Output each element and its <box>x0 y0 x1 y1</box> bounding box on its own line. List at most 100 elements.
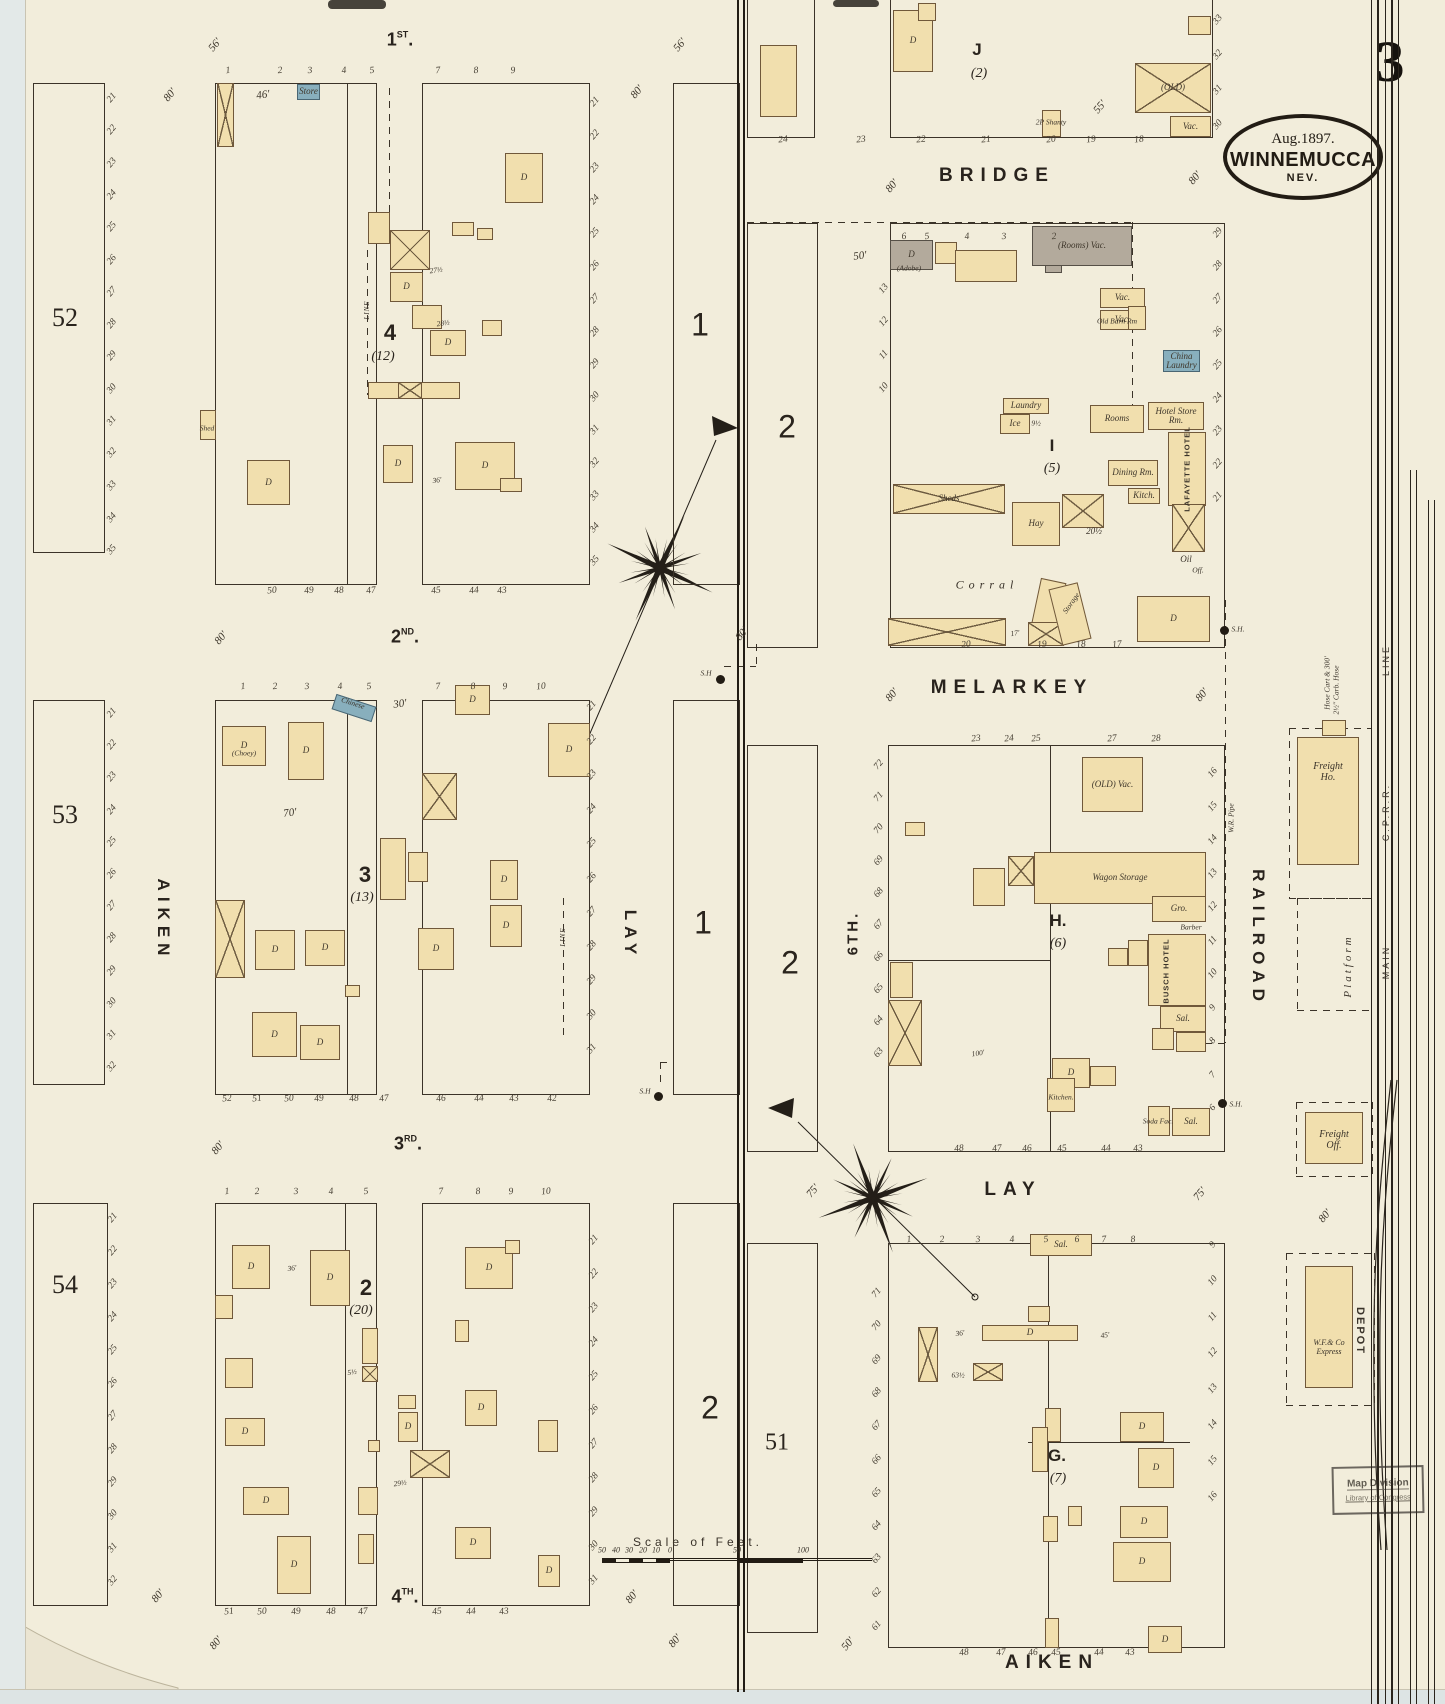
map-annotation: Freight Off. <box>1319 1129 1349 1151</box>
building: D <box>1120 1506 1168 1538</box>
sheet-number: 3 <box>1364 24 1416 98</box>
lot-number: 45 <box>1056 1143 1068 1155</box>
building-label: D <box>1161 1633 1169 1644</box>
block-number: (20) <box>349 1303 373 1318</box>
building: D <box>505 153 543 203</box>
boundary-dashed-line <box>367 250 369 395</box>
hydrant-dot <box>1220 626 1229 635</box>
railroad-track-line <box>1391 0 1393 1704</box>
lot-number: 8 <box>1130 1234 1136 1246</box>
map-line <box>345 1203 347 1606</box>
street-label: BRIDGE <box>939 165 1055 186</box>
map-line <box>1050 745 1052 1152</box>
block-outline <box>673 83 740 585</box>
railroad-track-line <box>1377 0 1379 1704</box>
building <box>410 1450 450 1478</box>
block-outline <box>890 0 1213 138</box>
map-annotation: Old Barn Rm <box>1097 316 1137 326</box>
lot-number: 43 <box>1124 1647 1136 1659</box>
title-oval: Aug.1897. WINNEMUCCA NEV. <box>1223 114 1383 200</box>
lot-number: 46 <box>1027 1647 1039 1659</box>
lot-number: 2 <box>272 681 278 693</box>
building-label: D <box>500 874 508 885</box>
building: Sal. <box>1030 1234 1092 1256</box>
building: D <box>225 1418 265 1446</box>
lot-number: 5 <box>369 65 375 77</box>
boundary-dashed-line <box>660 1062 662 1086</box>
building <box>1068 1506 1082 1526</box>
block-number: (7) <box>1049 1471 1067 1486</box>
lot-number: 4 <box>1009 1234 1015 1246</box>
lot-number: 1 <box>240 681 246 693</box>
map-annotation: LINE <box>363 300 371 320</box>
building-label: D <box>520 172 528 183</box>
building <box>1188 16 1211 35</box>
lot-number: 5 <box>366 681 372 693</box>
street-label: AIKEN <box>154 878 173 962</box>
block-number: 54 <box>52 1270 78 1299</box>
building <box>217 83 234 147</box>
building-label: Rooms <box>1104 413 1130 424</box>
building: D <box>1120 1412 1164 1442</box>
lot-number: 47 <box>991 1143 1003 1155</box>
map-annotation: Corral <box>955 577 1019 592</box>
scale-bar-tick-label: 50 <box>598 1545 606 1555</box>
building <box>1305 1112 1363 1164</box>
block-outline <box>747 0 815 138</box>
lot-number: 5 <box>1043 1234 1049 1246</box>
lot-number: 19 <box>1085 134 1097 146</box>
railroad-track-line <box>1434 500 1435 1704</box>
building: Store <box>297 84 320 100</box>
building-label: D <box>271 1028 278 1039</box>
lot-number: 24 <box>1003 733 1015 745</box>
railroad-track-line <box>1385 0 1386 1704</box>
block-outline <box>890 223 1225 648</box>
building-label: D <box>394 458 402 469</box>
building: D <box>305 930 345 966</box>
lot-number: 3 <box>304 681 310 693</box>
scale-bar-segment <box>803 1558 872 1561</box>
map-annotation: Off. <box>1192 565 1204 575</box>
lot-number: 48 <box>348 1093 360 1105</box>
building-label: D <box>262 1495 270 1506</box>
block-number: 53 <box>52 800 78 829</box>
compass-rose <box>607 515 713 621</box>
building-label: D <box>485 1262 493 1273</box>
building: D <box>390 272 423 302</box>
building-label: D <box>290 1559 298 1570</box>
block-number: J <box>972 40 982 59</box>
building <box>1045 1618 1059 1648</box>
lot-number: 51 <box>223 1606 235 1618</box>
map-annotation: S.H. <box>1231 624 1245 634</box>
building-label: D <box>909 35 917 46</box>
boundary-dashed-line <box>563 898 565 1040</box>
building <box>1305 1266 1353 1388</box>
north-arrow-flag <box>712 416 738 436</box>
building <box>1152 1028 1174 1050</box>
building <box>1062 494 1104 528</box>
lot-number: 4 <box>341 65 347 77</box>
building: D <box>243 1487 289 1515</box>
map-annotation: 63½ <box>951 1370 965 1380</box>
building-label: Vac. <box>1114 292 1131 303</box>
hydrant-dot <box>1218 1099 1227 1108</box>
platform-dashed-edge <box>1297 898 1299 1010</box>
block-number: 4 <box>383 320 397 345</box>
lot-number: 44 <box>468 585 480 597</box>
street-label: LAY <box>621 909 640 961</box>
block-number: (2) <box>970 66 988 81</box>
building: D <box>252 1012 297 1057</box>
scale-bar-title: Scale of Feet. <box>632 1535 764 1549</box>
map-annotation: 100' <box>971 1047 985 1059</box>
map-annotation: 36' <box>954 1327 966 1339</box>
building <box>1128 306 1146 330</box>
building <box>225 1358 253 1388</box>
building: Vac. <box>1100 288 1145 308</box>
lot-number: 49 <box>313 1093 325 1105</box>
building-label: D <box>545 1565 553 1576</box>
building: D <box>430 330 466 356</box>
building <box>345 985 360 997</box>
lot-number: 46 <box>435 1093 447 1105</box>
map-annotation: 70' <box>282 806 298 820</box>
lot-number: 48 <box>325 1606 337 1618</box>
